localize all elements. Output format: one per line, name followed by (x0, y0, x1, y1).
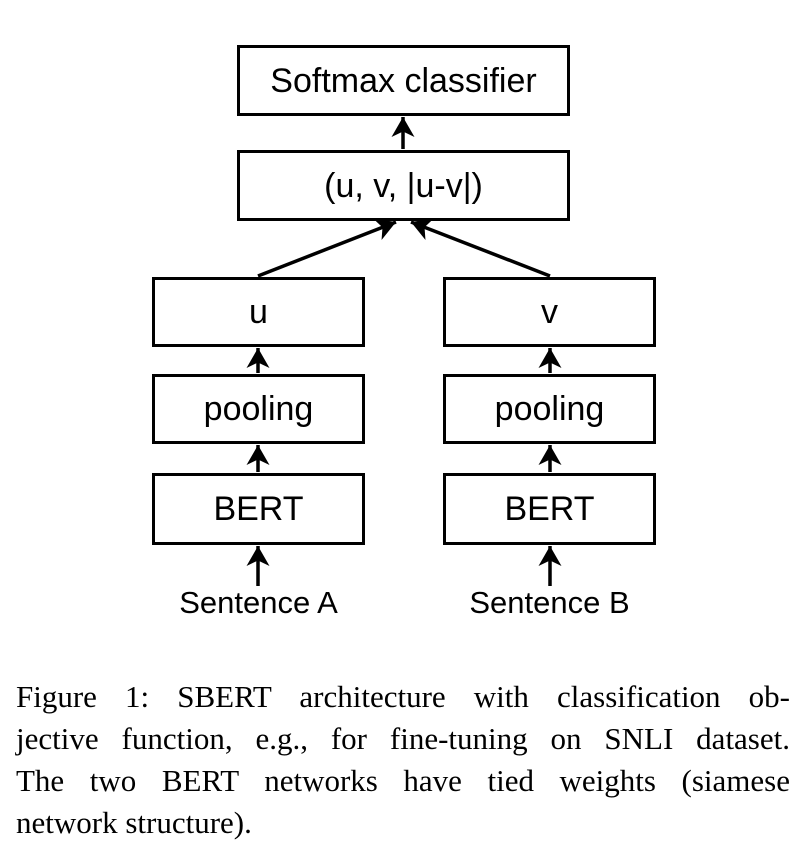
v-embedding-box: v (443, 277, 656, 347)
pooling-label-left: pooling (203, 390, 314, 428)
bert-label-right: BERT (504, 490, 595, 528)
sbert-architecture-diagram: Softmax classifier (u, v, |u-v|) u v poo… (152, 45, 656, 620)
bert-box-left: BERT (152, 473, 365, 545)
softmax-classifier-box: Softmax classifier (237, 45, 570, 116)
u-embedding-box: u (152, 277, 365, 347)
v-embedding-label: v (541, 293, 558, 331)
sentence-b-label: Sentence B (469, 585, 630, 620)
caption-line-3: The two BERT networks have tied weights … (16, 763, 790, 798)
bert-label-left: BERT (213, 490, 304, 528)
arrow-v-to-concat (410, 218, 551, 278)
concat-box: (u, v, |u-v|) (237, 150, 570, 221)
caption-line-1: Figure 1: SBERT architecture with classi… (16, 679, 790, 714)
pooling-box-left: pooling (152, 374, 365, 444)
concat-label: (u, v, |u-v|) (324, 166, 483, 205)
sentence-a-label: Sentence A (179, 585, 338, 620)
arrow-u-to-concat (257, 218, 397, 278)
u-embedding-label: u (249, 293, 268, 331)
pooling-box-right: pooling (443, 374, 656, 444)
arrow-layer (246, 117, 562, 586)
bert-box-right: BERT (443, 473, 656, 545)
pooling-label-right: pooling (494, 390, 605, 428)
softmax-classifier-label: Softmax classifier (270, 61, 537, 100)
caption-line-2: jective function, e.g., for fine-tuning … (16, 721, 790, 756)
caption-line-4: network structure). (16, 805, 252, 840)
figure-caption: Figure 1: SBERT architecture with classi… (16, 676, 790, 844)
